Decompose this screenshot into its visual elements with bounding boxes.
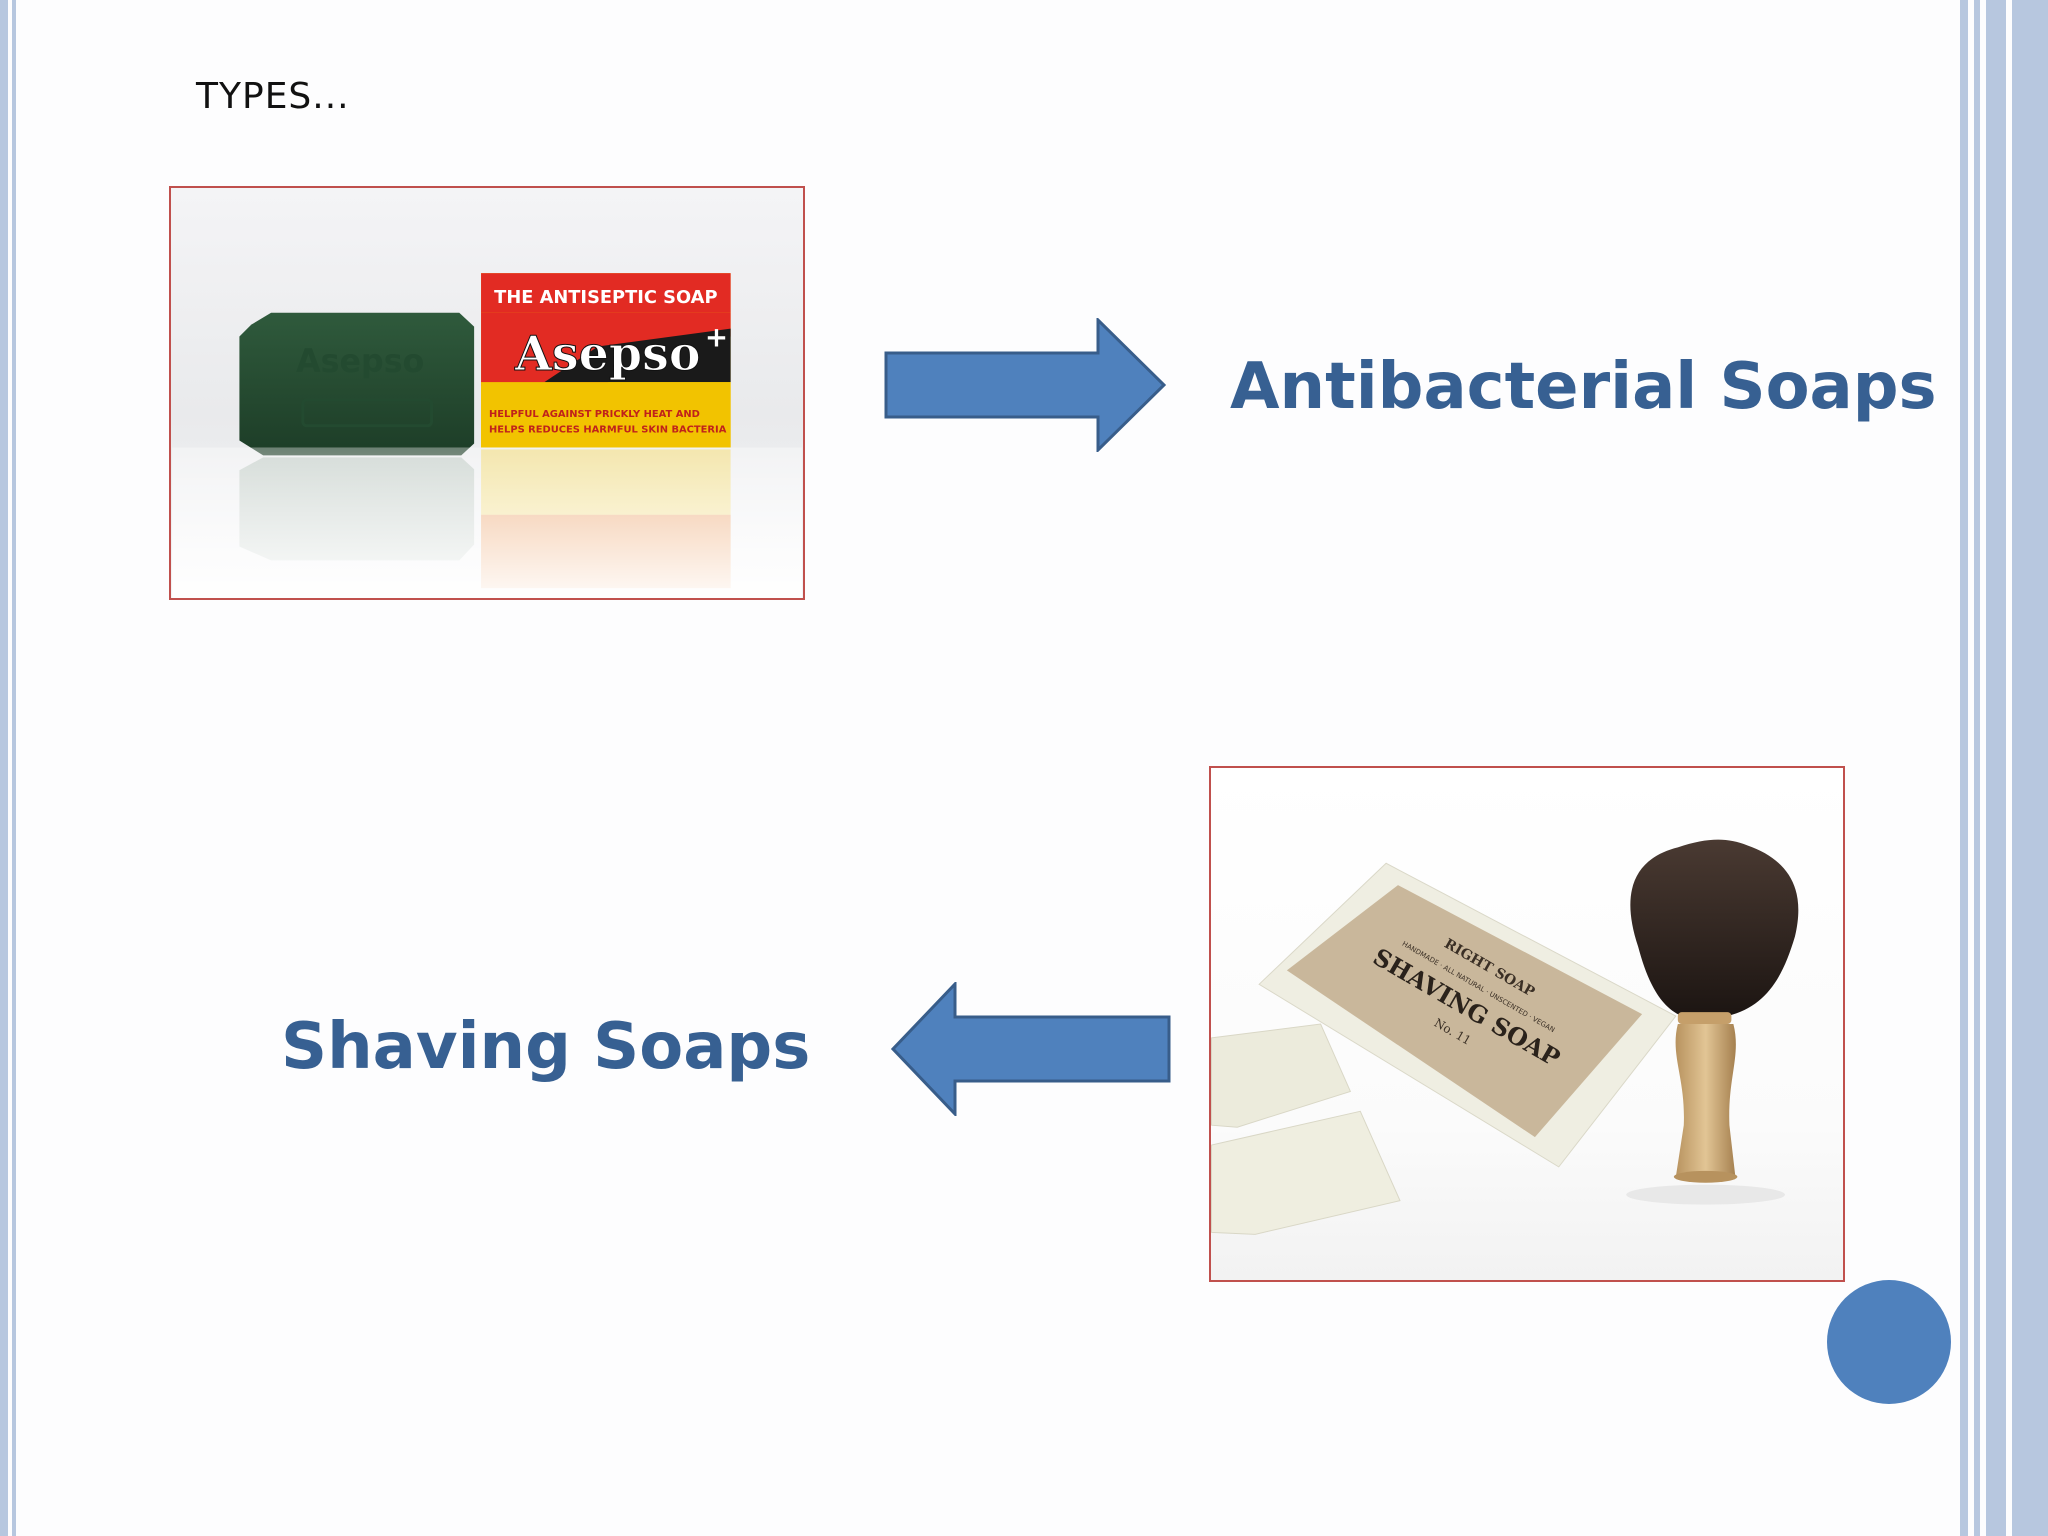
shaving-soap-photo: RIGHT SOAP HANDMADE · ALL NATURAL · UNSC… [1209,766,1845,1282]
bar-emboss: Asepso [296,344,424,380]
left-decor-band [0,0,26,1536]
shaving-soaps-label: Shaving Soaps [281,1010,811,1084]
plus-mark: + [705,320,728,353]
slide-heading: TYPES... [196,76,350,117]
antibacterial-soap-photo: Asepso THE ANTISEPTIC SOAP Asepso + HELP… [169,186,805,600]
antibacterial-soaps-label: Antibacterial Soaps [1230,350,1937,424]
box-brand: Asepso [514,326,701,382]
left-arrow-icon [890,980,1171,1118]
right-decor-band [1960,0,2048,1536]
box-text-line2: HELPS REDUCES HARMFUL SKIN BACTERIA [489,425,727,436]
right-arrow-icon [884,316,1167,454]
decorative-circle [1827,1280,1951,1404]
box-text-line1: HELPFUL AGAINST PRICKLY HEAT AND [489,409,700,420]
box-banner: THE ANTISEPTIC SOAP [494,287,717,308]
